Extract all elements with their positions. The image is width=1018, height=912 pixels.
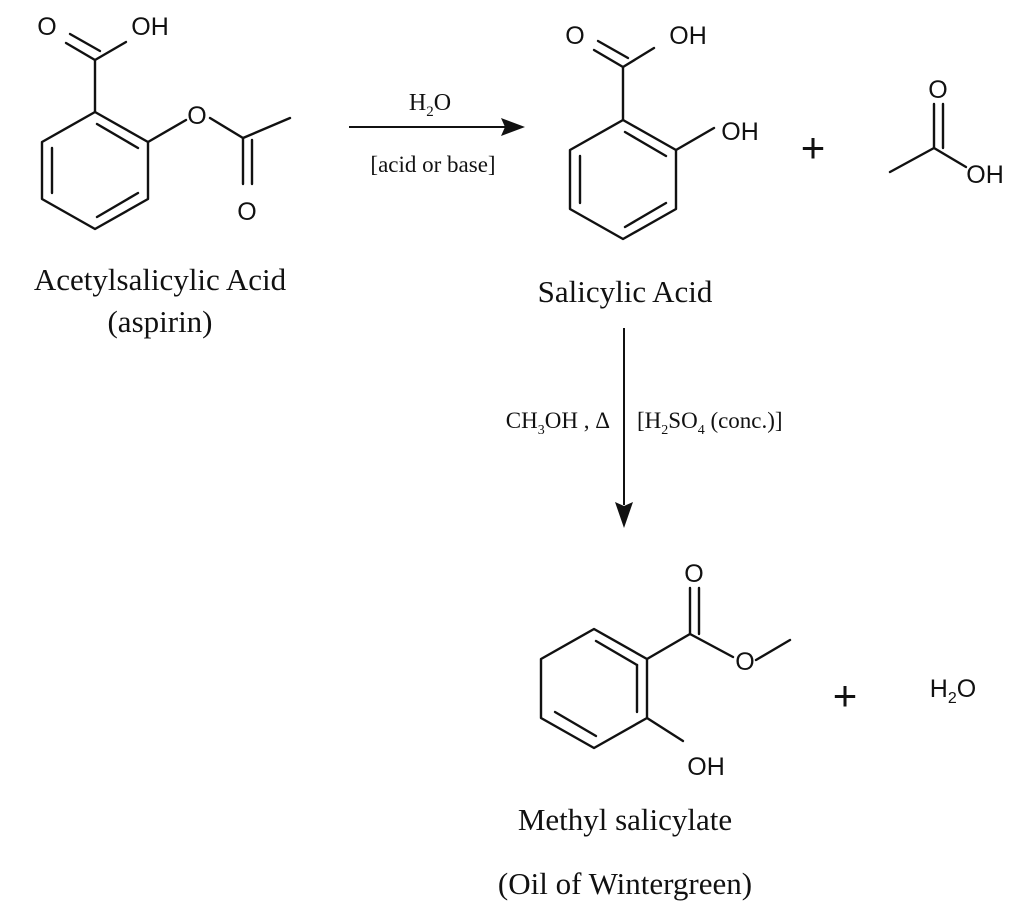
aspirin-benzene-ring [40,110,150,231]
esterification-arrow [615,328,633,528]
acetic-acid-structure [888,102,968,174]
aspirin-name: Acetylsalicylic Acid [34,262,287,297]
salicylic-benzene-ring [568,118,678,241]
salicylic-acid-name: Salicylic Acid [538,274,713,309]
hydrolysis-reagent: H2O [409,90,451,120]
aspirin-acid-oh: OH [131,13,169,41]
plus-sign-top: + [801,124,826,171]
hydrolysis-arrow [349,118,525,136]
methyl-salicylate-common-name: (Oil of Wintergreen) [498,866,752,901]
aspirin-carbonyl-o: O [37,13,56,41]
methyl-salicylate-name: Methyl salicylate [518,802,732,837]
salicylic-carbonyl-o: O [565,22,584,50]
hydrolysis-condition: [acid or base] [370,152,495,177]
methyl-salicylate-structure [539,586,792,750]
aspirin-acetyl-o: O [237,198,256,226]
acetic-oh: OH [966,161,1004,189]
water-formula: H2O [930,675,976,707]
salicylic-acid-oh: OH [669,22,707,50]
methyl-salicylate-ester-o: O [735,648,754,676]
aspirin-structure [40,32,292,231]
salicylic-phenol-oh: OH [721,118,759,146]
salicylic-acid-structure [568,39,716,241]
methyl-salicylate-phenol-oh: OH [687,753,725,781]
acetic-carbonyl-o: O [928,76,947,104]
aspirin-common-name: (aspirin) [107,304,212,339]
plus-sign-bottom: + [833,672,858,719]
esterification-reagent-right: [H2SO4 (conc.)] [637,408,783,438]
esterification-reagent-left: CH3OH , Δ [506,408,610,438]
methyl-salicylate-carbonyl-o: O [684,560,703,588]
aspirin-ester-o: O [187,102,206,130]
methyl-salicylate-benzene-ring [539,627,649,750]
